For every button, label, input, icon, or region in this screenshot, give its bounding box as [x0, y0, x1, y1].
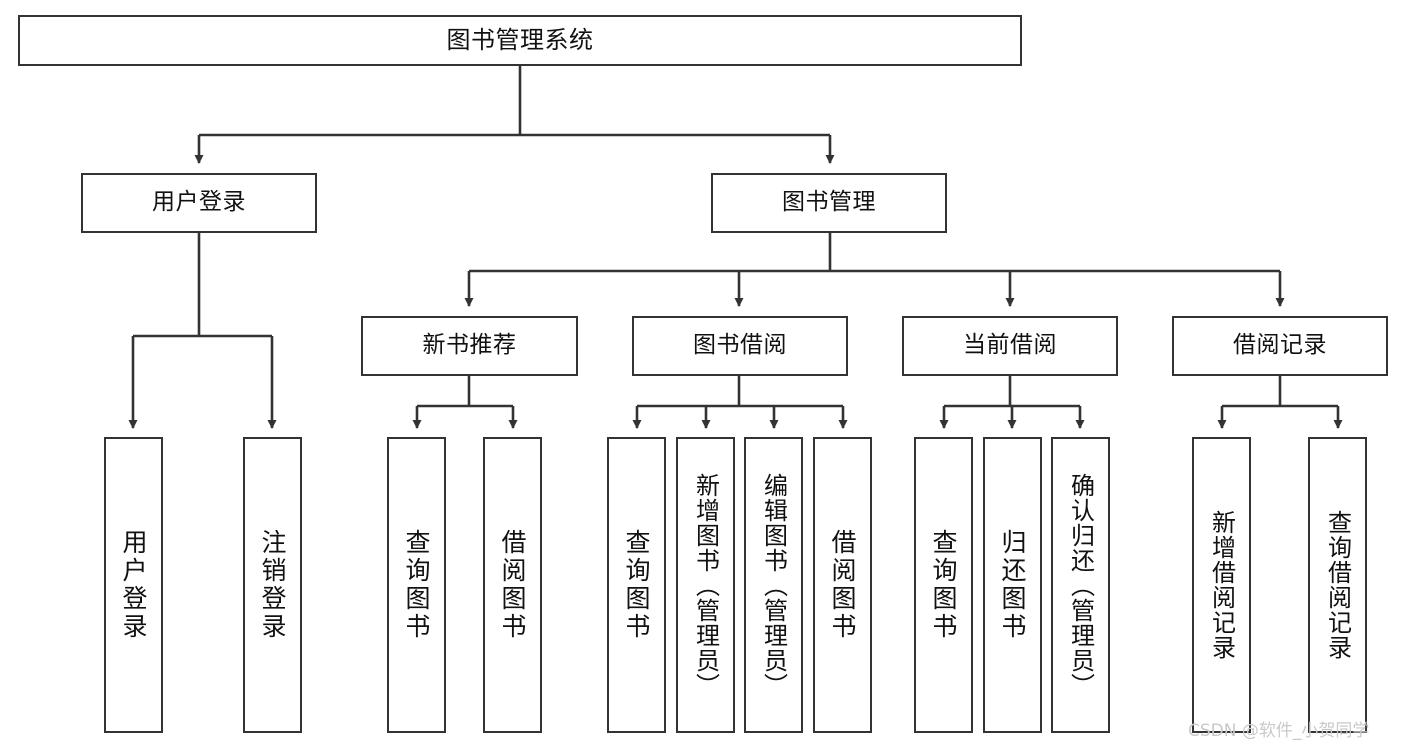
node-current-borrow[interactable]: 当前借阅	[902, 316, 1118, 376]
node-label: 查询图书	[402, 529, 431, 641]
node-book-borrow[interactable]: 图书借阅	[632, 316, 848, 376]
leaf-current-return-book[interactable]: 归还图书	[983, 437, 1042, 733]
leaf-new-book-borrow[interactable]: 借阅图书	[483, 437, 542, 733]
node-book-management[interactable]: 图书管理	[711, 173, 947, 233]
leaf-current-confirm-return-admin[interactable]: 确认归还（管理员）	[1051, 437, 1110, 733]
leaf-current-query-book[interactable]: 查询图书	[914, 437, 973, 733]
node-label: 用户登录	[119, 529, 148, 641]
leaf-record-query-record[interactable]: 查询借阅记录	[1308, 437, 1367, 733]
node-root-book-management-system[interactable]: 图书管理系统	[18, 15, 1022, 66]
node-label: 新增借阅记录	[1207, 510, 1236, 660]
node-label: 查询借阅记录	[1323, 510, 1352, 660]
node-label: 确认归还（管理员）	[1066, 472, 1095, 698]
leaf-borrow-add-book-admin[interactable]: 新增图书（管理员）	[676, 437, 735, 733]
leaf-record-add-record[interactable]: 新增借阅记录	[1192, 437, 1251, 733]
node-label: 新书推荐	[422, 332, 517, 359]
node-label: 借阅记录	[1233, 332, 1327, 359]
leaf-user-login-login[interactable]: 用户登录	[104, 437, 163, 733]
node-label: 新增图书（管理员）	[691, 472, 720, 698]
node-label: 查询图书	[929, 529, 958, 641]
node-label: 借阅图书	[498, 529, 527, 641]
node-label: 注销登录	[258, 529, 287, 641]
node-label: 归还图书	[998, 529, 1027, 641]
node-user-login[interactable]: 用户登录	[81, 173, 317, 233]
csdn-watermark: CSDN @软件_小贺同学	[1188, 721, 1370, 741]
node-borrow-record[interactable]: 借阅记录	[1172, 316, 1388, 376]
node-label: 编辑图书（管理员）	[759, 472, 788, 698]
leaf-user-login-logout[interactable]: 注销登录	[243, 437, 302, 733]
node-label: 图书借阅	[693, 332, 787, 359]
leaf-borrow-borrow-book[interactable]: 借阅图书	[813, 437, 872, 733]
leaf-borrow-edit-book-admin[interactable]: 编辑图书（管理员）	[744, 437, 803, 733]
node-label: 用户登录	[152, 189, 246, 216]
node-label: 图书管理	[782, 189, 876, 216]
node-new-book-recommend[interactable]: 新书推荐	[361, 316, 578, 376]
leaf-borrow-query-book[interactable]: 查询图书	[607, 437, 666, 733]
node-label: 当前借阅	[963, 332, 1057, 359]
node-label: 查询图书	[622, 529, 651, 641]
node-label: 借阅图书	[828, 529, 857, 641]
leaf-new-book-query[interactable]: 查询图书	[387, 437, 446, 733]
node-label: 图书管理系统	[446, 26, 594, 55]
